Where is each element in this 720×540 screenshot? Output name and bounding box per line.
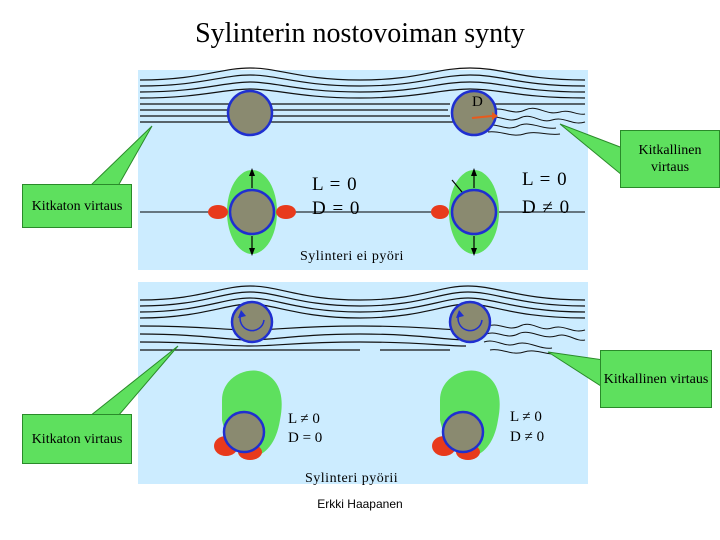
cylinder-bottom-right — [448, 300, 492, 344]
streamlines-top — [139, 67, 586, 123]
pressure-bottom-right — [432, 370, 500, 460]
pressure-top-left — [208, 168, 296, 256]
top-right-drag: D ≠ 0 — [522, 197, 571, 218]
caption-rotating: Sylinteri pyörii — [305, 471, 399, 486]
author-credit: Erkki Haapanen — [317, 497, 403, 511]
bottom-left-lift: L ≠ 0 — [288, 411, 320, 427]
callout-bottom-right: Kitkallinen virtaus — [600, 350, 712, 408]
cylinder-top-left — [226, 89, 274, 137]
page-title: Sylinterin nostovoiman synty — [195, 18, 525, 49]
pressure-top-right — [431, 168, 499, 256]
callout-pointer-top-left — [88, 125, 153, 187]
wake-bottom — [483, 323, 586, 355]
top-left-drag: D = 0 — [312, 198, 361, 219]
panel-rotating — [138, 282, 588, 484]
cylinder-bottom-left — [230, 300, 274, 344]
top-left-lift: L = 0 — [312, 174, 358, 195]
callout-top-right: Kitkallinen virtaus — [620, 130, 720, 188]
callout-pointer-top-right — [559, 123, 629, 182]
drag-arrow-head — [492, 112, 498, 120]
drag-marker-label: D — [472, 94, 483, 110]
cylinder-top-right — [450, 89, 498, 137]
panel-non-rotating — [138, 70, 588, 270]
callout-bottom-left: Kitkaton virtaus — [22, 414, 132, 464]
streamlines-bottom — [139, 285, 586, 351]
callout-top-left: Kitkaton virtaus — [22, 184, 132, 228]
bottom-left-drag: D = 0 — [288, 430, 323, 446]
bottom-right-drag: D ≠ 0 — [510, 429, 545, 445]
bottom-right-lift: L ≠ 0 — [510, 409, 542, 425]
callout-pointer-bottom-left — [88, 345, 179, 417]
top-right-lift: L = 0 — [522, 169, 568, 190]
callout-pointer-bottom-right — [547, 351, 605, 389]
drag-arrow — [471, 115, 493, 119]
caption-non-rotating: Sylinteri ei pyöri — [300, 249, 404, 264]
pressure-bottom-left — [214, 370, 282, 460]
wake-top — [485, 107, 586, 136]
